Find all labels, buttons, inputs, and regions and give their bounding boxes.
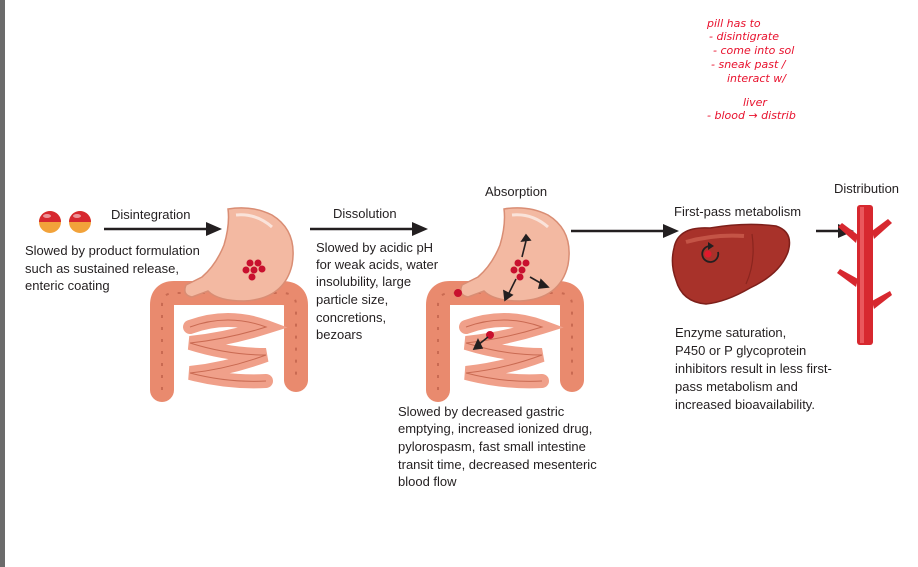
digestive-tract-illustration-2	[426, 207, 584, 402]
note-line: for weak acids, water	[316, 257, 439, 272]
handwritten-note-line-6: liver	[743, 96, 767, 109]
handwritten-note-line-3: - come into sol	[713, 44, 795, 57]
note-line: blood flow	[398, 474, 457, 489]
note-line: concretions,	[316, 310, 387, 325]
label-first-pass-metabolism: First-pass metabolism	[674, 204, 802, 219]
note-line: inhibitors result in less first-	[675, 361, 832, 376]
arrow-dissolution	[310, 222, 428, 236]
arrow-absorption	[571, 224, 679, 238]
note-line: transit time, decreased mesenteric	[398, 457, 597, 472]
note-line: bezoars	[316, 327, 363, 342]
label-disintegration: Disintegration	[111, 207, 191, 222]
pill-capsules	[39, 211, 91, 233]
label-distribution: Distribution	[834, 181, 900, 196]
note-line: P450 or P glycoprotein	[675, 343, 807, 358]
note-line: emptying, increased ionized drug,	[398, 421, 593, 436]
label-absorption: Absorption	[485, 184, 548, 199]
handwritten-note-line-4: - sneak past /	[711, 58, 786, 71]
liver-illustration	[671, 223, 791, 305]
window-edge	[0, 0, 5, 567]
note-line: Slowed by acidic pH	[316, 240, 434, 255]
note-line: pylorospasm, fast small intestine	[398, 439, 586, 454]
note-line: insolubility, large	[316, 274, 412, 289]
handwritten-note-line-7: - blood → distrib	[707, 109, 796, 122]
note-line: such as sustained release,	[25, 261, 179, 276]
note-line: increased bioavailability.	[675, 397, 815, 412]
note-line: particle size,	[316, 292, 389, 307]
arrow-disintegration	[104, 222, 222, 236]
note-line: Slowed by decreased gastric	[398, 404, 565, 419]
blood-vessel-illustration	[837, 205, 892, 345]
note-line: pass metabolism and	[675, 379, 798, 394]
note-line: Slowed by product formulation	[25, 243, 200, 258]
handwritten-note-line-5: interact w/	[727, 72, 786, 85]
handwritten-note-line-1: pill has to	[707, 17, 761, 30]
label-dissolution: Dissolution	[333, 206, 397, 221]
note-line: Enzyme saturation,	[675, 325, 787, 340]
digestive-tract-illustration-1	[150, 207, 308, 402]
note-line: enteric coating	[25, 278, 110, 293]
handwritten-note-line-2: - disintigrate	[709, 30, 779, 43]
